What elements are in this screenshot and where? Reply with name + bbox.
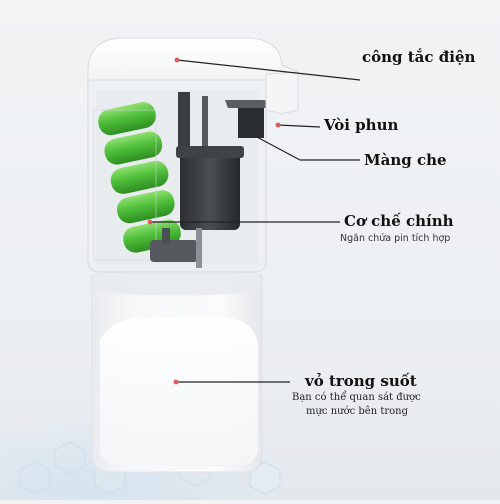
label-cover: Màng che <box>364 151 447 169</box>
sublabel-mechanism: Ngăn chứa pin tích hợp <box>340 233 451 244</box>
leader-cover-a <box>254 135 301 161</box>
leader-nozzle <box>277 124 321 128</box>
pump-mechanism <box>150 92 268 268</box>
sublabel-shell-line2: mực nước bên trong <box>306 406 408 417</box>
sublabel-shell-line1: Bạn có thể quan sát được <box>292 392 421 403</box>
dot-power-switch <box>174 57 180 63</box>
pointer-dots <box>147 57 281 385</box>
leader-lines <box>150 59 361 383</box>
label-power-switch: công tắc điện <box>362 48 476 66</box>
leader-power-switch <box>176 59 361 81</box>
dot-nozzle <box>275 122 281 128</box>
transparent-shell <box>91 252 263 473</box>
label-shell: vỏ trong suốt <box>305 372 417 390</box>
dot-mechanism <box>147 219 153 225</box>
label-mechanism: Cơ chế chính <box>344 212 454 230</box>
dot-shell <box>173 379 179 385</box>
battery-pack <box>93 102 181 261</box>
label-nozzle: Vòi phun <box>324 116 399 134</box>
